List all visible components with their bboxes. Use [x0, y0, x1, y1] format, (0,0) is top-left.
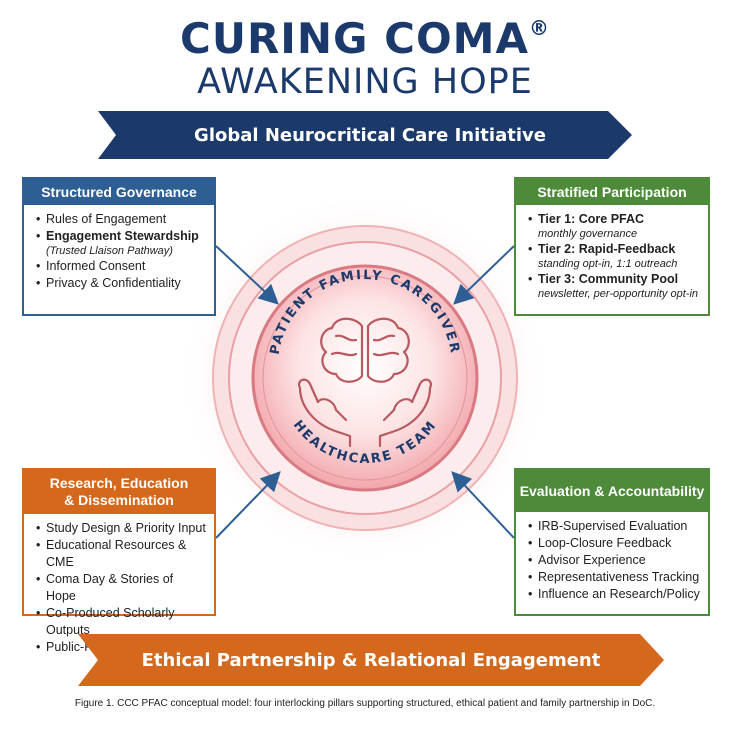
- governance-item: Rules of Engagement: [36, 211, 206, 228]
- figure-caption: Figure 1. CCC PFAC conceptual model: fou…: [74, 698, 656, 709]
- research-title: Research, Education& Dissemination: [24, 470, 214, 514]
- governance-title: Structured Governance: [24, 179, 214, 205]
- subtitle: AWAKENING HOPE: [197, 62, 533, 102]
- inner-circle: [251, 264, 479, 492]
- research-pillar: Research, Education& Dissemination Study…: [22, 468, 216, 656]
- evaluation-item: Loop-Closure Feedback: [528, 535, 700, 552]
- initiative-label: Global Neurocritical Care Initiative: [194, 124, 546, 146]
- inner-ring: [262, 275, 468, 481]
- research-item: Study Design & Priority Input: [36, 520, 206, 537]
- participation-title: Stratified Participation: [516, 179, 708, 205]
- research-item: Educational Resources & CME: [36, 537, 206, 571]
- research-item: Co-Produced Scholarly Outputs: [36, 605, 206, 639]
- partnership-banner: Ethical Partnership & Relational Engagem…: [78, 634, 664, 686]
- governance-item: Privacy & Confidentiality: [36, 275, 206, 292]
- evaluation-item: Influence an Research/Policy: [528, 586, 700, 603]
- registered-mark: ®: [528, 16, 550, 40]
- arrow-participation: [453, 245, 515, 305]
- governance-item: Informed Consent: [36, 258, 206, 275]
- participation-pillar: Stratified Participation Tier 1: Core PF…: [514, 177, 710, 316]
- arrow-governance: [215, 245, 279, 305]
- partnership-label: Ethical Partnership & Relational Engagem…: [141, 649, 601, 671]
- main-title: CURING COMA®: [180, 14, 550, 63]
- governance-pillar: Structured Governance Rules of Engagemen…: [22, 177, 216, 316]
- governance-item: Engagement Stewardship(Trusted Llaison P…: [36, 228, 206, 258]
- evaluation-pillar: Evaluation & Accountability IRB-Supervis…: [514, 468, 710, 616]
- evaluation-title: Evaluation & Accountability: [516, 470, 708, 512]
- evaluation-item: Advisor Experience: [528, 552, 700, 569]
- arrow-research: [215, 471, 281, 539]
- evaluation-item: IRB-Supervised Evaluation: [528, 518, 700, 535]
- research-item: Coma Day & Stories of Hope: [36, 571, 206, 605]
- evaluation-item: Representativeness Tracking: [528, 569, 700, 586]
- arrow-evaluation: [451, 471, 515, 539]
- initiative-banner: Global Neurocritical Care Initiative: [98, 111, 632, 159]
- brain-in-hands-icon: [298, 317, 432, 448]
